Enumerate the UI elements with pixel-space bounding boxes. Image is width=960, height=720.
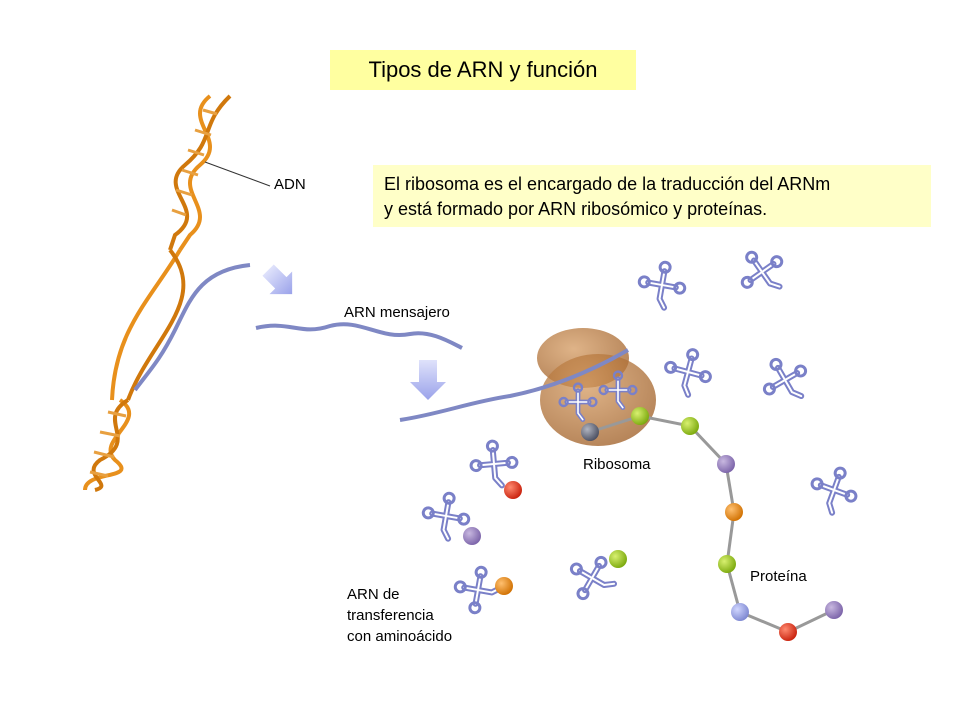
mrna-strand-icon [399, 348, 630, 422]
amino-acid-icon [825, 601, 843, 619]
label-adn: ADN [274, 176, 306, 193]
protein-chain [581, 407, 843, 641]
trna-icon [754, 349, 816, 411]
amino-acid-icon [504, 481, 522, 499]
amino-acid-icon [718, 555, 736, 573]
label-arn-transferencia: ARN de transferencia con aminoácido [347, 584, 452, 647]
trna-icon [660, 344, 716, 399]
amino-acid-icon [681, 417, 699, 435]
trna-icon [636, 258, 689, 310]
amino-acid-icon [463, 527, 481, 545]
info-line-1: El ribosoma es el encargado de la traduc… [384, 174, 831, 194]
label-ribosoma: Ribosoma [583, 456, 651, 473]
amino-acid-icon [717, 455, 735, 473]
label-arnt-line-3: con aminoácido [347, 628, 453, 645]
process-arrow-icon [410, 360, 446, 400]
amino-acid-icon [725, 503, 743, 521]
mrna-strand-icon [255, 322, 463, 350]
page-title: Tipos de ARN y función [330, 50, 636, 90]
amino-acid-icon [731, 603, 749, 621]
label-arnt-line-1: ARN de [347, 586, 400, 603]
ribosome-info-box: El ribosoma es el encargado de la traduc… [373, 165, 931, 227]
label-proteina: Proteína [750, 568, 807, 585]
amino-acid-icon [495, 577, 513, 595]
trna-icon [730, 240, 793, 303]
process-arrow-icon [262, 264, 293, 295]
info-line-2: y está formado por ARN ribosómico y prot… [384, 199, 768, 219]
label-arnt-line-2: transferencia [347, 607, 434, 624]
dna-helix-icon [83, 94, 251, 492]
label-arn-mensajero: ARN mensajero [344, 304, 450, 321]
trna-icon [469, 439, 519, 488]
adn-pointer-line [204, 161, 271, 187]
trna-icon [451, 563, 503, 616]
amino-acid-icon [779, 623, 797, 641]
amino-acid-icon [631, 407, 649, 425]
amino-acid-icon [609, 550, 627, 568]
amino-acid-icon [581, 423, 599, 441]
trna-icon [805, 461, 864, 519]
